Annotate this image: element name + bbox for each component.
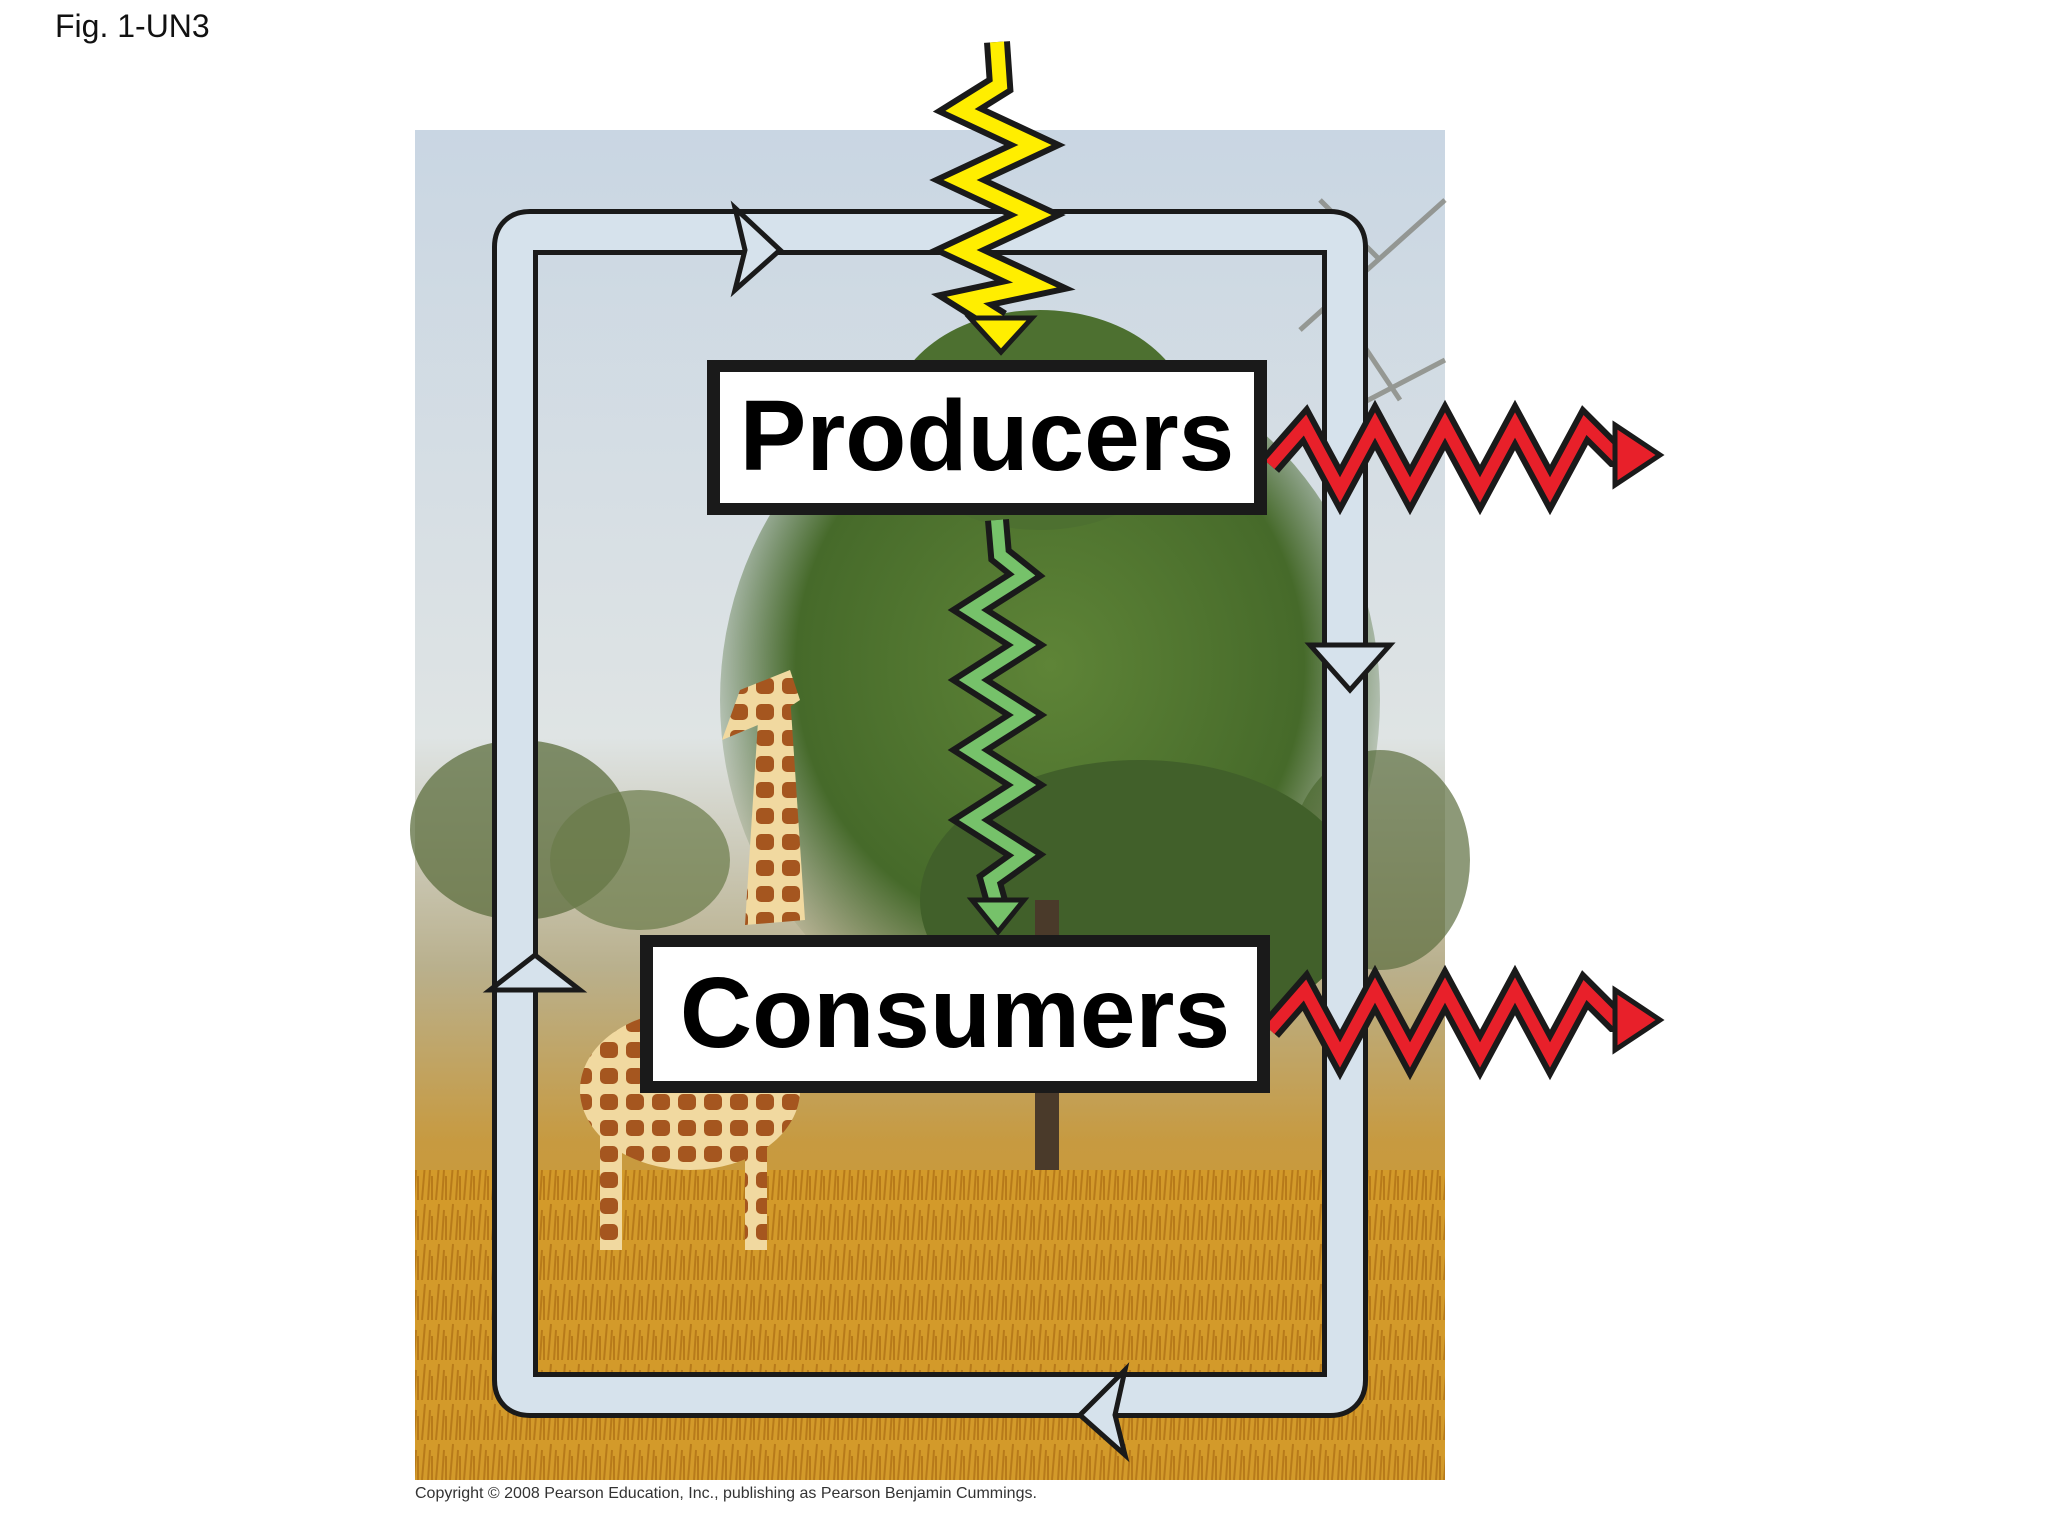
energy-transfer-arrow-icon [947,518,1048,936]
cycle-arrowhead-left [482,951,588,993]
heat-loss-arrow-icon [1260,964,1665,1081]
producers-node: Producers [707,360,1267,515]
sunlight-arrow-icon [929,41,1076,356]
heat-loss-arrow-icon [1260,399,1665,516]
consumers-label: Consumers [680,957,1230,1069]
producers-label: Producers [740,380,1235,492]
cycle-arrowhead-right [1304,642,1396,694]
figure-label: Fig. 1-UN3 [55,8,210,44]
copyright-notice: Copyright © 2008 Pearson Education, Inc.… [415,1485,1037,1502]
cycle-arrowhead-top [730,200,784,298]
consumers-node: Consumers [640,935,1270,1093]
cycle-loop-inner [497,214,1363,1413]
savanna-photo [410,130,1470,1480]
cycle-arrowhead-bottom [1076,1362,1130,1463]
nutrient-cycle-loop-icon [482,200,1396,1463]
